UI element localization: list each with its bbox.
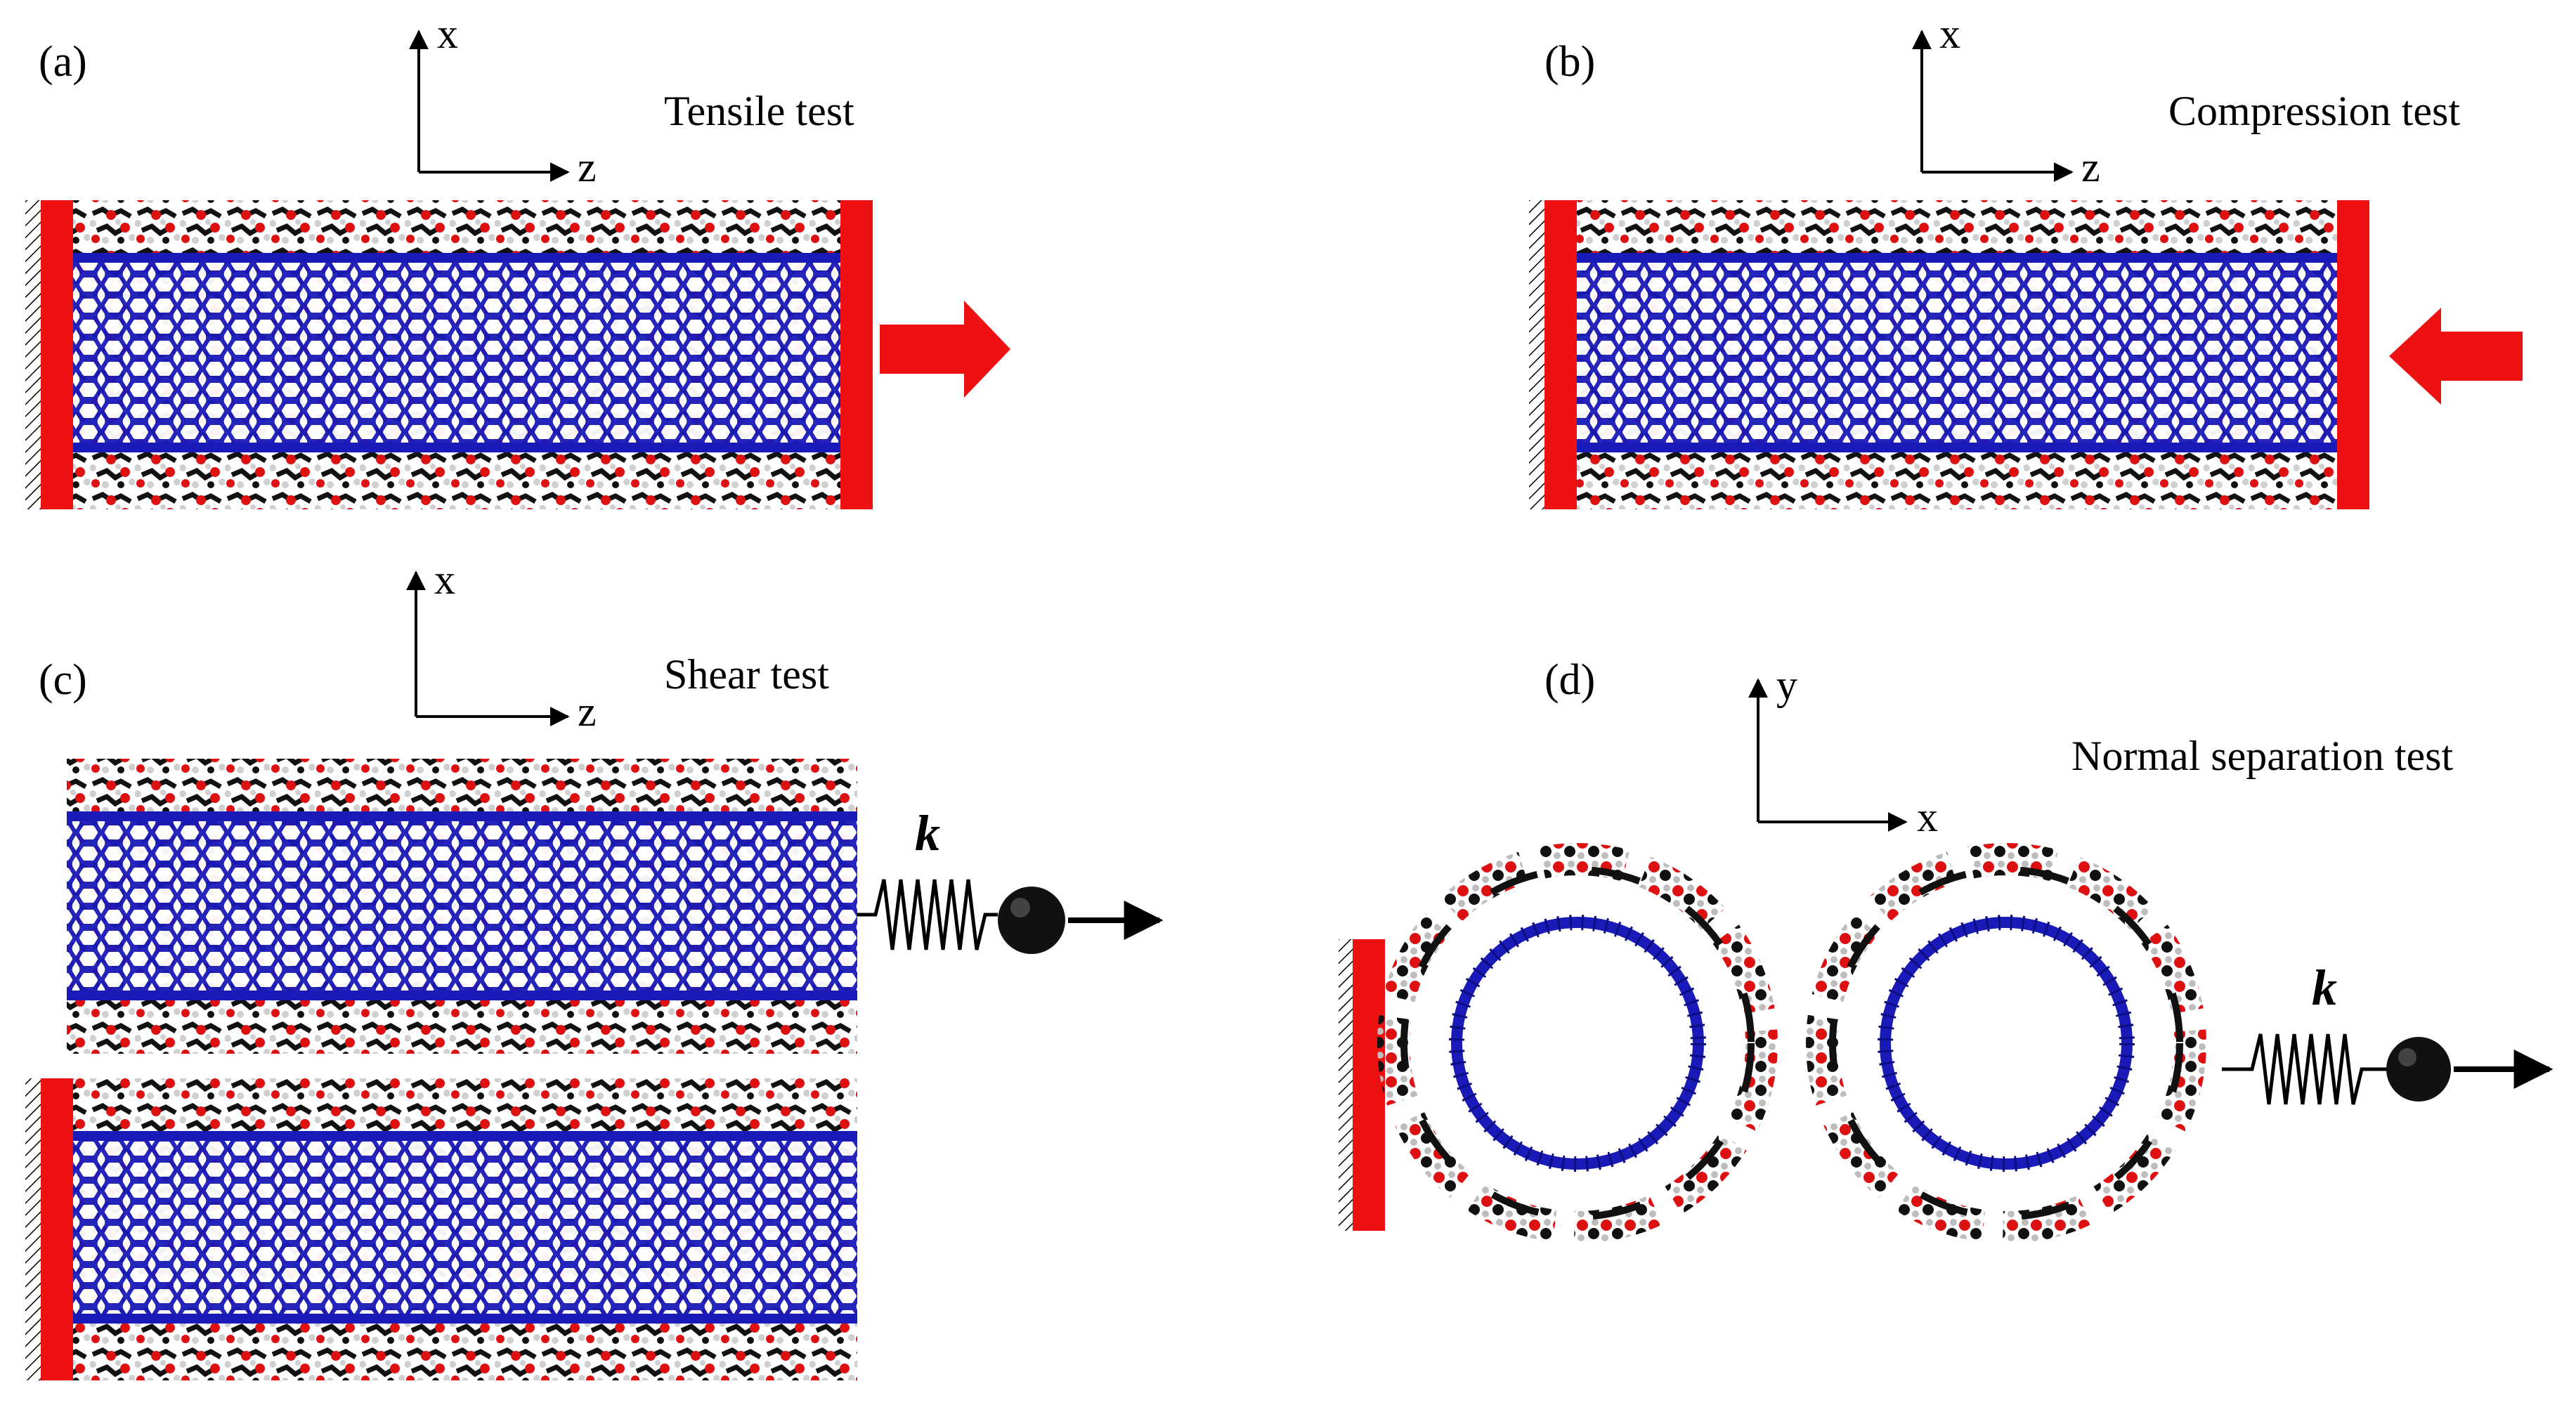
panel-b: (b) Compression test x z bbox=[1529, 11, 2523, 509]
panel-a-molecule bbox=[73, 200, 843, 509]
panel-c-spring bbox=[857, 879, 998, 950]
panel-d-axis-horizontal: x bbox=[1917, 794, 1938, 840]
panel-c-axis-vertical: x bbox=[434, 556, 455, 603]
panel-a-axis-vertical: x bbox=[437, 11, 458, 57]
panel-a-wall-hatch bbox=[25, 200, 41, 509]
panel-c-lower-molecule bbox=[73, 1078, 857, 1380]
panel-c-spring-label: k bbox=[915, 805, 940, 861]
panel-c-axes: x z bbox=[406, 556, 597, 735]
panel-d-axis-vertical: y bbox=[1776, 662, 1797, 708]
panel-d-title: Normal separation test bbox=[2071, 733, 2453, 779]
panel-a-axis-horizontal: z bbox=[578, 144, 597, 190]
panel-b-molecule bbox=[1577, 200, 2337, 509]
panel-c: (c) Shear test x z k bbox=[25, 556, 1164, 1380]
panel-b-title: Compression test bbox=[2168, 88, 2460, 134]
panel-c-upper-molecule bbox=[67, 759, 857, 1054]
panel-d-spring-label: k bbox=[2312, 960, 2337, 1016]
panel-d-spring bbox=[2222, 1033, 2388, 1105]
panel-b-compression-arrow bbox=[2389, 308, 2523, 405]
panel-d-left-cross-section bbox=[1377, 843, 1778, 1243]
panel-c-axis-horizontal: z bbox=[578, 688, 597, 735]
panel-a-fixed-clamp bbox=[41, 200, 73, 509]
panel-c-label: (c) bbox=[39, 656, 87, 704]
panel-b-axis-vertical: x bbox=[1939, 11, 1960, 57]
panel-d-pulling-mass bbox=[2386, 1037, 2451, 1102]
panel-d-label: (d) bbox=[1544, 656, 1595, 704]
panel-d-fixed-clamp bbox=[1353, 939, 1385, 1231]
panel-b-label: (b) bbox=[1544, 38, 1595, 86]
panel-a: (a) Tensile test x z bbox=[25, 11, 1010, 509]
panel-b-axis-horizontal: z bbox=[2081, 144, 2100, 190]
panel-a-axes: x z bbox=[409, 11, 597, 190]
panel-d-wall-hatch bbox=[1339, 939, 1353, 1231]
panel-c-pulling-mass bbox=[998, 887, 1065, 954]
panel-b-moving-clamp bbox=[2337, 200, 2369, 509]
panel-d-axes: y x bbox=[1748, 662, 1938, 840]
panel-c-wall-hatch bbox=[25, 1078, 41, 1380]
panel-a-tension-arrow bbox=[880, 301, 1010, 398]
panel-b-fixed-clamp bbox=[1544, 200, 1577, 509]
panel-c-title: Shear test bbox=[664, 651, 829, 698]
panel-a-label: (a) bbox=[39, 38, 87, 86]
panel-a-moving-clamp bbox=[840, 200, 873, 509]
panel-a-title: Tensile test bbox=[664, 88, 854, 134]
panel-d-right-cross-section bbox=[1806, 843, 2206, 1243]
panel-b-wall-hatch bbox=[1529, 200, 1544, 509]
panel-d: (d) Normal separation test y x k bbox=[1339, 656, 2554, 1243]
panel-b-axes: x z bbox=[1912, 11, 2100, 190]
panel-c-fixed-clamp bbox=[41, 1078, 73, 1380]
